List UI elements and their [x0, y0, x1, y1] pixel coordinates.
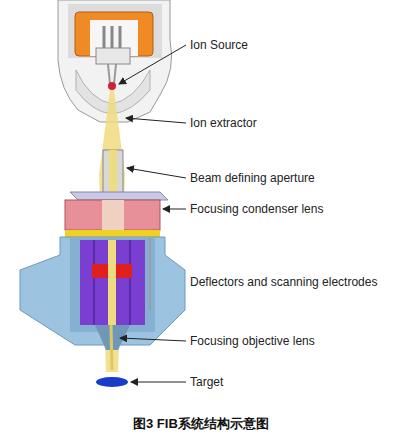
figure-caption: 图3 FIB系统结构示意图	[133, 416, 269, 432]
leader-line	[119, 45, 186, 84]
leader-line	[120, 338, 186, 341]
emitter-base	[96, 48, 130, 64]
bracket-line	[149, 238, 151, 310]
part-label: Focusing condenser lens	[190, 202, 323, 216]
part-label: Ion extractor	[190, 116, 257, 130]
condenser-lens	[65, 200, 160, 230]
aperture	[103, 150, 123, 195]
part-label: Focusing objective lens	[190, 334, 315, 348]
leader-line	[127, 168, 186, 178]
leader-line	[131, 382, 186, 383]
leader-line	[126, 118, 186, 123]
lens-ring	[65, 230, 160, 237]
part-label: Beam defining aperture	[190, 171, 315, 185]
aperture-plate	[70, 192, 168, 200]
part-label: Deflectors and scanning electrodes	[190, 275, 377, 289]
ion-tip	[108, 82, 116, 90]
part-label: Target	[190, 375, 223, 389]
target-disc	[96, 377, 128, 387]
part-label: Ion Source	[190, 38, 248, 52]
leader-line	[163, 209, 186, 210]
